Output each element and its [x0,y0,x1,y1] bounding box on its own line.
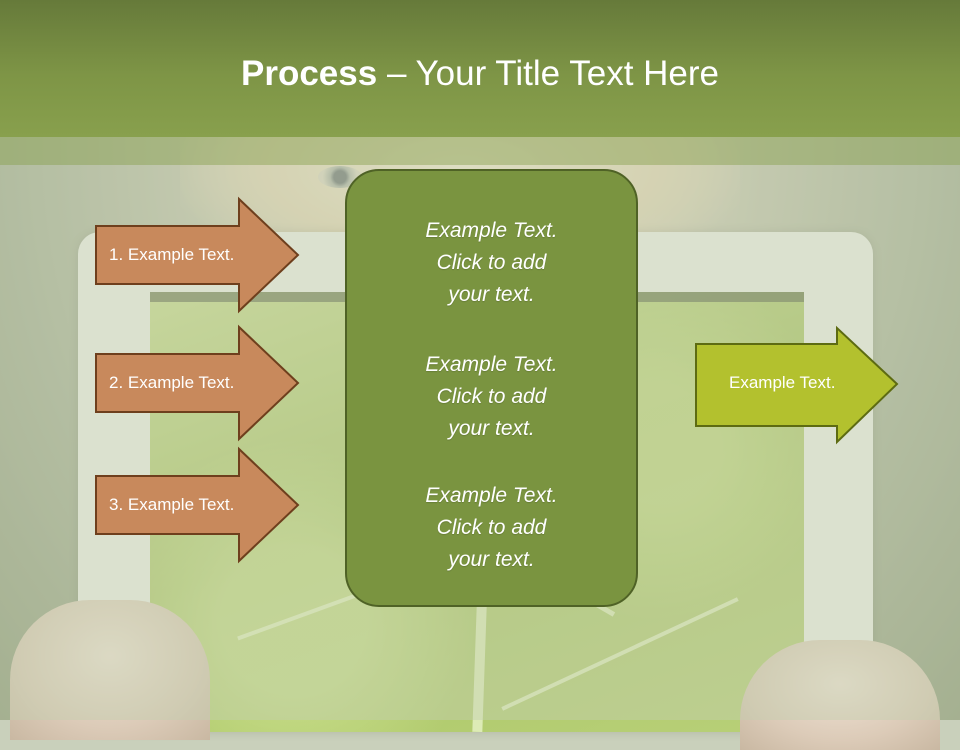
title-subband [0,137,960,165]
title-bold: Process [241,54,378,93]
center-text-block-3[interactable]: Example Text. Click to add your text. [347,480,636,576]
result-arrow-label: Example Text. [729,373,836,392]
center-block-1-line2: Click to add [436,251,547,274]
result-arrow[interactable]: Example Text. [695,325,900,445]
center-content-box[interactable]: Example Text. Click to add your text. Ex… [345,169,638,607]
center-block-2-line2: Click to add [436,385,547,408]
slide-title[interactable]: Process – Your Title Text Here [0,52,960,96]
center-text-block-2[interactable]: Example Text. Click to add your text. [347,349,636,445]
title-band [0,0,960,137]
center-block-3-line2: Click to add [436,516,547,539]
process-step-2-label: 2. Example Text. [109,373,235,392]
process-step-3-label: 3. Example Text. [109,495,235,514]
center-block-1-line1: Example Text. [425,219,558,242]
arrow-shape [95,446,300,564]
center-block-1-line3: your text. [448,283,535,306]
background-left-hand [10,600,210,740]
process-step-1-arrow[interactable]: 1. Example Text. [95,196,300,314]
process-step-2-arrow[interactable]: 2. Example Text. [95,324,300,442]
arrow-shape [95,196,300,314]
center-block-3-line1: Example Text. [425,484,558,507]
title-rest: – Your Title Text Here [377,54,719,93]
center-block-2-line1: Example Text. [425,353,558,376]
process-step-1-label: 1. Example Text. [109,245,235,264]
center-text-block-1[interactable]: Example Text. Click to add your text. [347,215,636,311]
center-block-3-line3: your text. [448,548,535,571]
arrow-shape [95,324,300,442]
process-step-3-arrow[interactable]: 3. Example Text. [95,446,300,564]
arrow-shape [695,325,899,445]
center-block-2-line3: your text. [448,417,535,440]
